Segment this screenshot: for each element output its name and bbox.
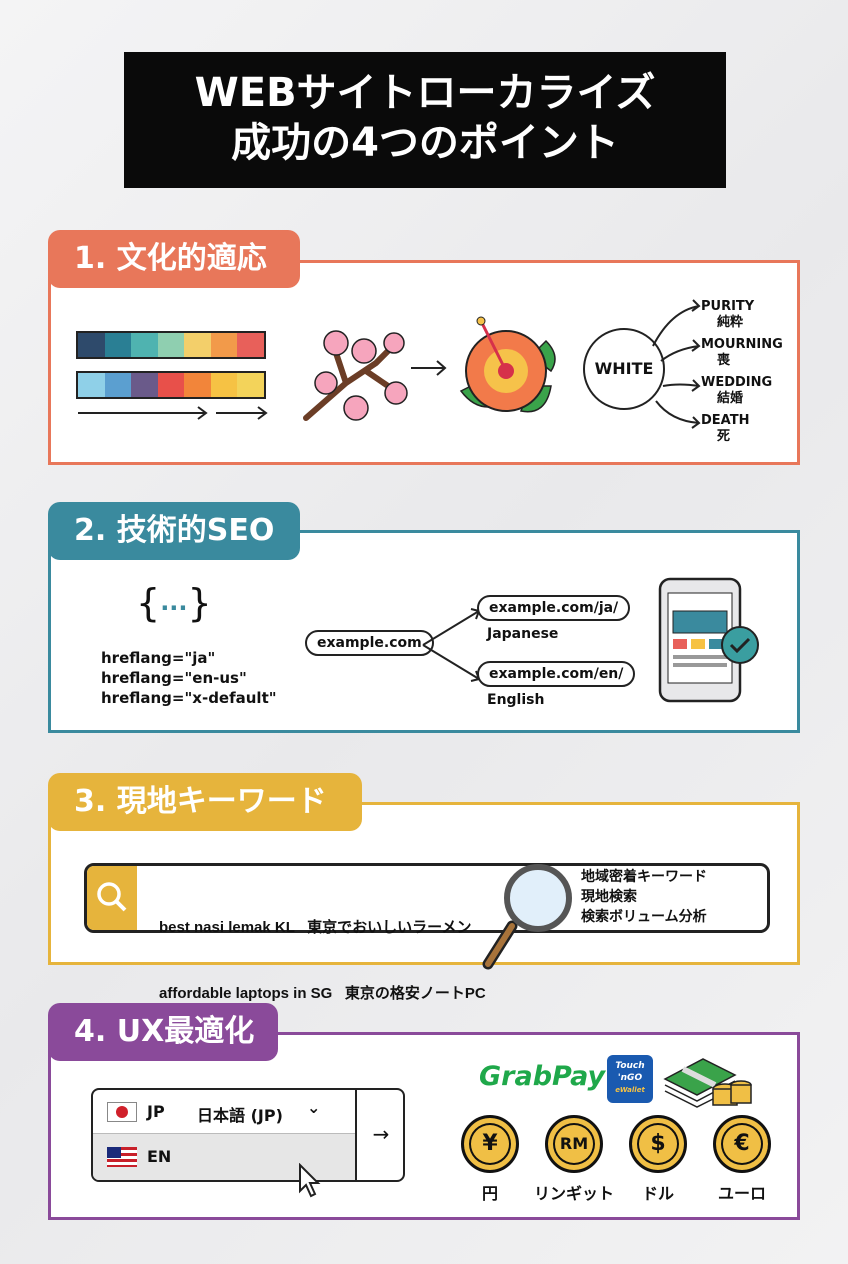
- lang-option-en[interactable]: EN: [93, 1134, 355, 1180]
- hreflang-list: hreflang="ja" hreflang="en-us" hreflang=…: [101, 648, 277, 708]
- meaning-ja: 死: [717, 429, 731, 444]
- currency-label: ユーロ: [717, 1184, 766, 1203]
- meaning-arrows-icon: [652, 299, 701, 429]
- hreflang-x-default: hreflang="x-default": [101, 689, 277, 707]
- url-en: example.com/en/: [477, 661, 636, 687]
- url-ja: example.com/ja/: [477, 595, 631, 621]
- currency-label: ドル: [641, 1184, 674, 1203]
- hreflang-ja: hreflang="ja": [101, 649, 216, 667]
- note-search-volume: 検索ボリューム分析: [581, 909, 707, 925]
- tng-text-3: eWallet: [615, 1086, 645, 1094]
- title-line-2: 成功の4つのポイント: [231, 120, 619, 166]
- search-queries: best nasi lemak KL 東京でおいしいラーメン affordabl…: [159, 873, 486, 1049]
- palette-swatch: [104, 333, 132, 357]
- note-local-keywords: 地域密着キーワード: [581, 869, 707, 885]
- keyword-notes: 地域密着キーワード 現地検索 検索ボリューム分析: [581, 867, 707, 927]
- section-ux-optimization: JP 日本語 (JP) ⌄ EN → GrabPay Touch 'nGO eW…: [48, 1032, 800, 1220]
- mouse-cursor-icon: [299, 1163, 321, 1198]
- search-icon[interactable]: [87, 866, 137, 930]
- query-2: affordable laptops in SG 東京の格安ノートPC: [159, 985, 486, 1002]
- lang-name-jp: 日本語 (JP): [197, 1106, 283, 1125]
- lang-option-jp[interactable]: JP 日本語 (JP) ⌄: [93, 1090, 355, 1134]
- title-line-1: WEBサイトローカライズ: [194, 70, 656, 116]
- palette-swatch: [184, 373, 211, 397]
- section-2-tab: 2. 技術的SEO: [48, 502, 300, 560]
- palette-swatch: [131, 333, 158, 357]
- currency-label: リンギット: [533, 1184, 614, 1203]
- section-technical-seo: {···} hreflang="ja" hreflang="en-us" hre…: [48, 530, 800, 733]
- tng-text-2: 'nGO: [617, 1073, 643, 1083]
- branch-arrows-icon: [422, 608, 481, 682]
- currency-coin-icon: ¥: [461, 1115, 519, 1173]
- palette-swatch: [157, 333, 185, 357]
- search-bar[interactable]: [84, 863, 770, 933]
- palette-swatch: [157, 373, 185, 397]
- grabpay-logo: GrabPay: [479, 1061, 606, 1092]
- section-4-tab: 4. UX最適化: [48, 1003, 278, 1061]
- palette-swatch: [237, 373, 265, 397]
- meaning-en: PURITY: [701, 299, 755, 314]
- root-url: example.com: [305, 630, 434, 656]
- cherry-blossom-icon: [303, 330, 408, 421]
- note-local-search: 現地検索: [581, 889, 637, 905]
- code-braces-icon: {···}: [136, 581, 212, 625]
- touch-n-go-logo: Touch 'nGO eWallet: [607, 1055, 653, 1103]
- tng-text-1: Touch: [615, 1061, 645, 1071]
- query-1: best nasi lemak KL 東京でおいしいラーメン: [159, 919, 472, 936]
- currency-coin-icon: RM: [545, 1115, 603, 1173]
- section-3-tab: 3. 現地キーワード: [48, 773, 362, 831]
- white-color-node: WHITE: [583, 328, 665, 410]
- cash-coins-icon: [663, 1058, 752, 1108]
- palette-swatch: [184, 333, 211, 357]
- palette-swatch: [104, 373, 132, 397]
- meaning-en: DEATH: [701, 413, 750, 428]
- magnifying-glass-icon: [482, 864, 572, 970]
- palette-swatch: [131, 373, 158, 397]
- page-title: WEBサイトローカライズ 成功の4つのポイント: [124, 52, 726, 188]
- meaning-en: WEDDING: [701, 375, 773, 390]
- currency-label: 円: [481, 1184, 498, 1203]
- meaning-en: MOURNING: [701, 337, 783, 352]
- mobile-check-icon: [658, 577, 759, 703]
- palette-swatch: [78, 373, 105, 397]
- hreflang-en-us: hreflang="en-us": [101, 669, 247, 687]
- language-selector[interactable]: JP 日本語 (JP) ⌄ EN →: [91, 1088, 405, 1182]
- palette-swatch: [210, 373, 238, 397]
- currency-coin-icon: €: [713, 1115, 771, 1173]
- meaning-ja: 純粋: [717, 315, 744, 330]
- lang-japanese: Japanese: [487, 626, 559, 642]
- palette-swatch: [237, 333, 265, 357]
- meaning-ja: 喪: [717, 353, 731, 368]
- malaysia-flag-icon: [107, 1147, 137, 1167]
- palette-swatch: [210, 333, 238, 357]
- arrow-right-button[interactable]: →: [355, 1090, 403, 1180]
- color-palette-icon: [76, 331, 276, 427]
- lang-code-jp: JP: [147, 1102, 165, 1121]
- lang-english: English: [487, 692, 545, 708]
- arrow-right-icon: [411, 360, 447, 376]
- meaning-ja: 結婚: [717, 391, 744, 406]
- palette-swatch: [78, 333, 105, 357]
- hibiscus-icon: [459, 316, 556, 413]
- section-1-tab: 1. 文化的適応: [48, 230, 300, 288]
- japan-flag-icon: [107, 1102, 137, 1122]
- lang-code-en: EN: [147, 1147, 172, 1166]
- chevron-down-icon[interactable]: ⌄: [307, 1098, 321, 1117]
- currency-coin-icon: $: [629, 1115, 687, 1173]
